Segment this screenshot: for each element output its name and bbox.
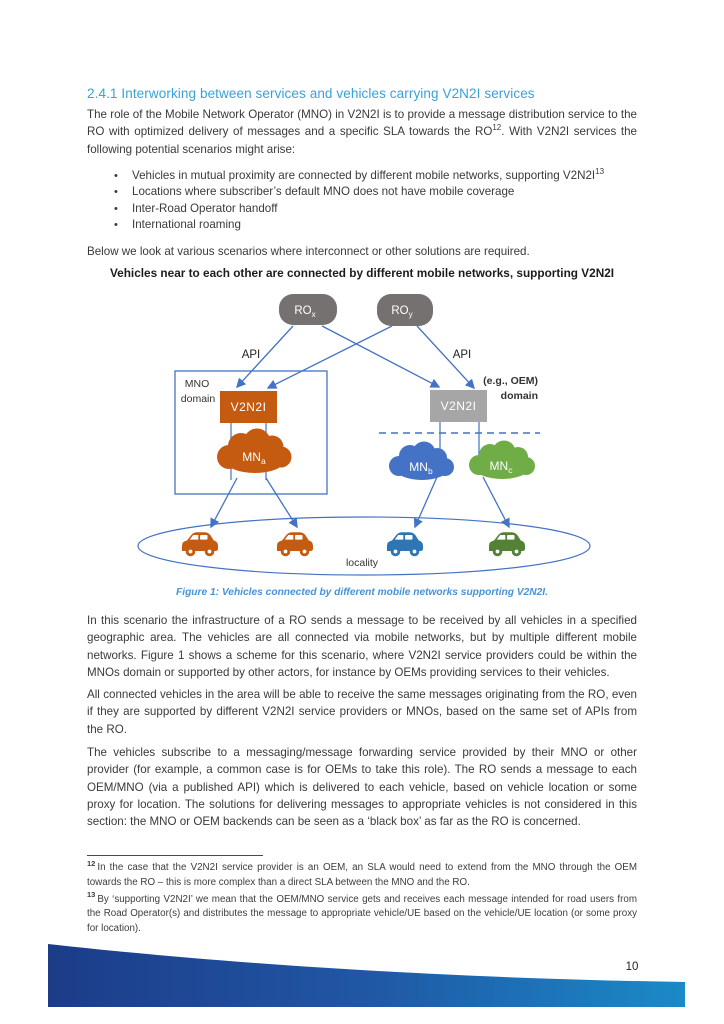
- paragraph-intro: The role of the Mobile Network Operator …: [87, 106, 637, 158]
- bullet-dot: •: [114, 186, 118, 199]
- car-icon-green: [489, 532, 525, 557]
- mn-c-label: MNc: [490, 459, 514, 475]
- car-icon-blue: [387, 532, 423, 557]
- mn-b-label: MNb: [409, 460, 433, 476]
- v2n2i-right-box: [430, 390, 487, 422]
- ro-y-label: ROy: [391, 305, 412, 319]
- wave-shape: [48, 944, 685, 1007]
- paragraph-intro-text2: . With V2N2I services the following pote…: [87, 125, 637, 156]
- paragraph-intro-text: The role of the Mobile Network Operator …: [87, 108, 637, 139]
- page-number: 10: [625, 961, 639, 973]
- locality-label: locality: [346, 557, 379, 569]
- api-label-right: API: [453, 349, 472, 361]
- v2n2i-right-label: V2N2I: [441, 399, 477, 413]
- arrow-roy-to-v2n2i-left: [266, 325, 393, 389]
- bullet-list: • Vehicles in mutual proximity are connec…: [87, 168, 682, 234]
- bullet-text: Locations where subscriber’s default MNO…: [132, 185, 515, 199]
- bullet-text: Vehicles in mutual proximity are connect…: [132, 169, 596, 182]
- bullet-dot: •: [114, 170, 118, 182]
- footnote-13-marker: 13: [87, 890, 96, 900]
- bullet-item-handoff: • Inter-Road Operator handoff: [114, 201, 682, 217]
- oem-domain-label-line1: (e.g., OEM): [483, 375, 538, 387]
- footnote-separator: [87, 855, 263, 856]
- bullet-text: International roaming: [132, 218, 241, 232]
- section-heading: 2.4.1 Interworking between services and …: [87, 86, 535, 101]
- diagram-title: Vehicles near to each other are connecte…: [109, 266, 615, 280]
- arrow-mnc-car4: [482, 476, 510, 529]
- v2n2i-left-node: V2N2I: [220, 391, 277, 423]
- footer-wave: [48, 944, 685, 1007]
- bullet-item-coverage: • Locations where subscriber’s default MN…: [114, 184, 682, 200]
- arrow-mnb-car3: [413, 476, 438, 529]
- footnote-12-marker: 12: [87, 858, 96, 868]
- mno-domain-label-line1: MNO: [185, 378, 210, 390]
- arrow-mna-car1: [210, 477, 238, 529]
- footnote-ref-12: 12: [492, 123, 502, 133]
- bullet-item-roaming: • International roaming: [114, 217, 682, 233]
- mn-c-cloud: [469, 440, 535, 479]
- arrow-rox-to-v2n2i-left: [236, 325, 294, 389]
- bullet-item-proximity: • Vehicles in mutual proximity are connec…: [114, 167, 682, 184]
- ro-y-node: ROy: [377, 294, 433, 326]
- car-icon-orange-2: [277, 532, 313, 557]
- v2n2i-left-label: V2N2I: [231, 400, 267, 414]
- bullet-text: Inter-Road Operator handoff: [132, 201, 278, 215]
- arrow-rox-to-v2n2i-right: [321, 325, 441, 388]
- paragraph-subscribe: The vehicles subscribe to a messaging/me…: [87, 746, 637, 829]
- mn-a-cloud: [217, 428, 292, 473]
- figure-caption: Figure 1: Vehicles connected by differen…: [176, 587, 548, 598]
- bullet-dot: •: [114, 219, 118, 232]
- mno-domain-label-line2: domain: [181, 393, 216, 405]
- paragraph-scenario: In this scenario the infrastructure of a…: [87, 614, 637, 679]
- arrow-mna-car2: [265, 477, 298, 529]
- footnote-ref-13: 13: [595, 167, 605, 177]
- ro-y-box: [377, 294, 433, 326]
- car-icon-orange-1: [182, 532, 218, 557]
- bullet-dot: •: [114, 202, 118, 215]
- v2n2i-right-node: V2N2I: [430, 390, 487, 422]
- mn-b-cloud: [389, 441, 454, 480]
- ro-api-arrows: [236, 325, 475, 390]
- paragraph-connected: All connected vehicles in the area will …: [87, 688, 637, 736]
- oem-domain-label-line2: domain: [501, 390, 538, 402]
- arrow-roy-to-v2n2i-right: [416, 325, 475, 390]
- mn-a-label: MNa: [242, 450, 266, 466]
- v2n2i-left-box: [220, 391, 277, 423]
- paragraph-below: Below we look at various scenarios where…: [87, 245, 530, 258]
- ro-x-box: [279, 294, 337, 325]
- footnote-13-text: By ‘supporting V2N2I’ we mean that the O…: [87, 893, 637, 935]
- ro-x-node: ROx: [279, 294, 337, 325]
- figure-diagram: MNO domain (e.g., OEM) domain ROx ROy AP…: [137, 294, 591, 576]
- locality-ellipse: [137, 516, 591, 576]
- footnote-12-text: In the case that the V2N2I service provi…: [87, 862, 637, 888]
- ro-x-label: ROx: [294, 305, 315, 319]
- api-label-left: API: [242, 349, 261, 361]
- cloud-car-arrows: [210, 476, 510, 529]
